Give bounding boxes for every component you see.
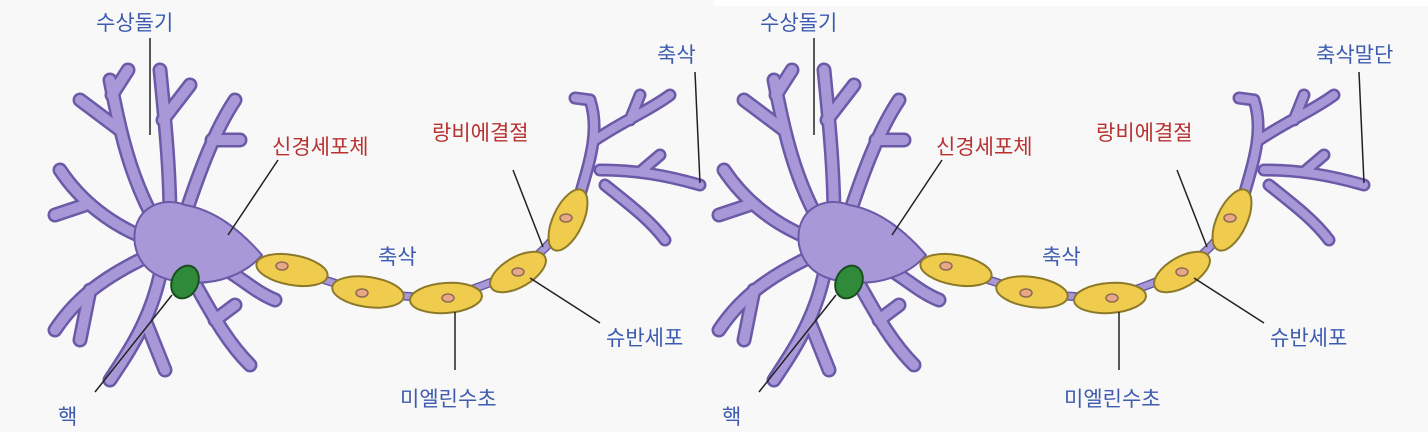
label-node-of-ranvier-right: 랑비에결절 <box>1096 121 1193 145</box>
label-schwann-cell-right: 슈반세포 <box>1270 326 1347 350</box>
neuron-right: 수상돌기 신경세포체 핵 축삭 축삭말단 랑비에결절 슈반세포 미엘린수초 <box>719 11 1393 429</box>
label-myelin-sheath-left: 미엘린수초 <box>400 387 497 411</box>
label-dendrite-right: 수상돌기 <box>760 11 837 35</box>
label-soma-left: 신경세포체 <box>272 135 369 159</box>
label-axon-mid-right: 축삭 <box>1042 245 1081 269</box>
label-node-of-ranvier-left: 랑비에결절 <box>432 121 529 145</box>
label-axon-mid-left: 축삭 <box>378 245 417 269</box>
label-axon-terminal-right: 축삭말단 <box>1316 43 1393 67</box>
label-nucleus-right: 핵 <box>722 405 741 429</box>
neuron-left: 수상돌기 신경세포체 핵 축삭 축삭 랑비에결절 슈반세포 미엘린수초 <box>55 11 700 429</box>
label-schwann-cell-left: 슈반세포 <box>606 326 683 350</box>
label-myelin-sheath-right: 미엘린수초 <box>1064 387 1161 411</box>
label-axon-terminal-left: 축삭 <box>657 43 696 67</box>
leader-lines-right <box>758 38 1365 393</box>
label-nucleus-left: 핵 <box>58 405 77 429</box>
label-soma-right: 신경세포체 <box>936 135 1033 159</box>
right-panel-top-strip <box>714 0 1428 6</box>
neuron-drawing-left <box>55 70 700 380</box>
label-dendrite-left: 수상돌기 <box>96 11 173 35</box>
leader-lines-left <box>94 38 701 393</box>
neuron-drawing-right <box>719 70 1364 380</box>
